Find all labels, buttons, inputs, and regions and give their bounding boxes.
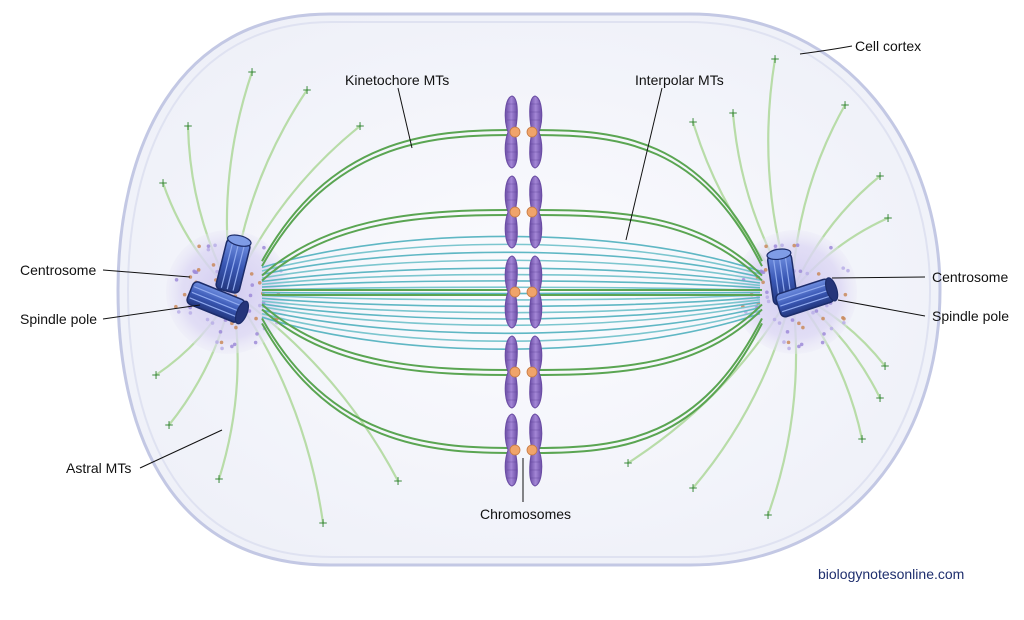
leader-spindle-pole-left bbox=[102, 304, 201, 320]
leader-centrosome-left bbox=[102, 269, 191, 278]
plus-end-marker: + bbox=[770, 52, 780, 66]
plus-end-marker: + bbox=[840, 98, 850, 112]
kinetochore-microtubule bbox=[533, 322, 763, 454]
plus-end-marker: + bbox=[183, 119, 193, 133]
kinetochore-microtubule bbox=[533, 209, 763, 277]
plus-end-marker: + bbox=[151, 368, 161, 382]
spindle-pole-left bbox=[186, 234, 252, 325]
label-centrosome-left: Centrosome bbox=[20, 262, 97, 278]
interpolar-microtubules bbox=[261, 235, 761, 350]
kinetochore bbox=[509, 366, 521, 378]
chromosome bbox=[504, 413, 543, 487]
cell-cortex-inner bbox=[126, 21, 932, 558]
label-kinetochore-mts: Kinetochore MTs bbox=[345, 72, 450, 88]
credit-website: biologynotesonline.com bbox=[818, 566, 965, 582]
plus-end-marker: + bbox=[318, 516, 328, 530]
kinetochore bbox=[526, 366, 538, 378]
kinetochore bbox=[526, 206, 538, 218]
kinetochore-microtubule bbox=[261, 134, 513, 267]
kinetochore-microtubule bbox=[261, 129, 513, 262]
kinetochore bbox=[509, 444, 521, 456]
plus-end-marker: + bbox=[880, 359, 890, 373]
kinetochore-microtubule bbox=[261, 303, 513, 371]
leader-lines bbox=[102, 45, 926, 502]
interpolar-microtubule bbox=[261, 306, 761, 335]
kinetochore-microtubule bbox=[533, 129, 763, 262]
plus-end-marker: + bbox=[164, 418, 174, 432]
plus-end-marker: + bbox=[247, 65, 257, 79]
leader-spindle-pole-right bbox=[837, 299, 926, 317]
plus-end-marker: + bbox=[355, 119, 365, 133]
plus-end-marker: + bbox=[623, 456, 633, 470]
leader-interpolar-mts bbox=[625, 87, 663, 241]
kinetochore-microtubules bbox=[261, 129, 763, 454]
chromosomes bbox=[504, 95, 543, 487]
chromosome bbox=[504, 175, 543, 249]
leader-kinetochore-mts bbox=[397, 87, 413, 149]
label-spindle-pole-left: Spindle pole bbox=[20, 311, 98, 327]
kinetochore-microtubule bbox=[261, 317, 513, 449]
kinetochore-microtubule bbox=[261, 322, 513, 454]
kinetochore-microtubule bbox=[261, 209, 513, 277]
kinetochore bbox=[509, 286, 521, 298]
leader-astral-mts bbox=[139, 429, 223, 469]
plus-end-marker: + bbox=[158, 176, 168, 190]
label-cell-cortex: Cell cortex bbox=[855, 38, 922, 54]
kinetochore bbox=[526, 126, 538, 138]
label-interpolar-mts: Interpolar MTs bbox=[635, 72, 724, 88]
kinetochore-microtubule bbox=[533, 134, 763, 267]
chromosome bbox=[504, 95, 543, 169]
plus-end-marker: + bbox=[214, 472, 224, 486]
label-astral-mts: Astral MTs bbox=[66, 460, 132, 476]
kinetochore-microtubule bbox=[261, 308, 513, 376]
plus-end-marker: + bbox=[875, 391, 885, 405]
plus-end-marker: + bbox=[875, 169, 885, 183]
kinetochore-microtubule bbox=[533, 317, 763, 449]
plus-end-marker: + bbox=[302, 83, 312, 97]
plus-end-marker: + bbox=[688, 115, 698, 129]
chromosome bbox=[504, 335, 543, 409]
interpolar-microtubule bbox=[261, 251, 761, 278]
kinetochore-microtubule bbox=[533, 303, 763, 371]
plus-end-markers: + + + + + + + + + + + + + + + + + + + + + + bbox=[151, 52, 893, 530]
kinetochore bbox=[509, 126, 521, 138]
plus-end-marker: + bbox=[883, 211, 893, 225]
label-centrosome-right: Centrosome bbox=[932, 269, 1009, 285]
plus-end-marker: + bbox=[393, 474, 403, 488]
kinetochore bbox=[526, 286, 538, 298]
chromosome bbox=[504, 255, 543, 329]
label-chromosomes: Chromosomes bbox=[480, 506, 572, 522]
leader-centrosome-right bbox=[831, 276, 926, 279]
kinetochore bbox=[509, 206, 521, 218]
kinetochore-microtubule bbox=[261, 214, 513, 282]
plus-end-marker: + bbox=[857, 432, 867, 446]
plus-end-marker: + bbox=[728, 106, 738, 120]
plus-end-marker: + bbox=[688, 481, 698, 495]
kinetochore-microtubule bbox=[533, 214, 763, 282]
plus-end-marker: + bbox=[763, 508, 773, 522]
leader-cell-cortex bbox=[799, 45, 853, 55]
spindle-pole-right bbox=[766, 248, 839, 318]
kinetochore bbox=[526, 444, 538, 456]
kinetochore-microtubule bbox=[533, 308, 763, 376]
label-spindle-pole-right: Spindle pole bbox=[932, 308, 1010, 324]
